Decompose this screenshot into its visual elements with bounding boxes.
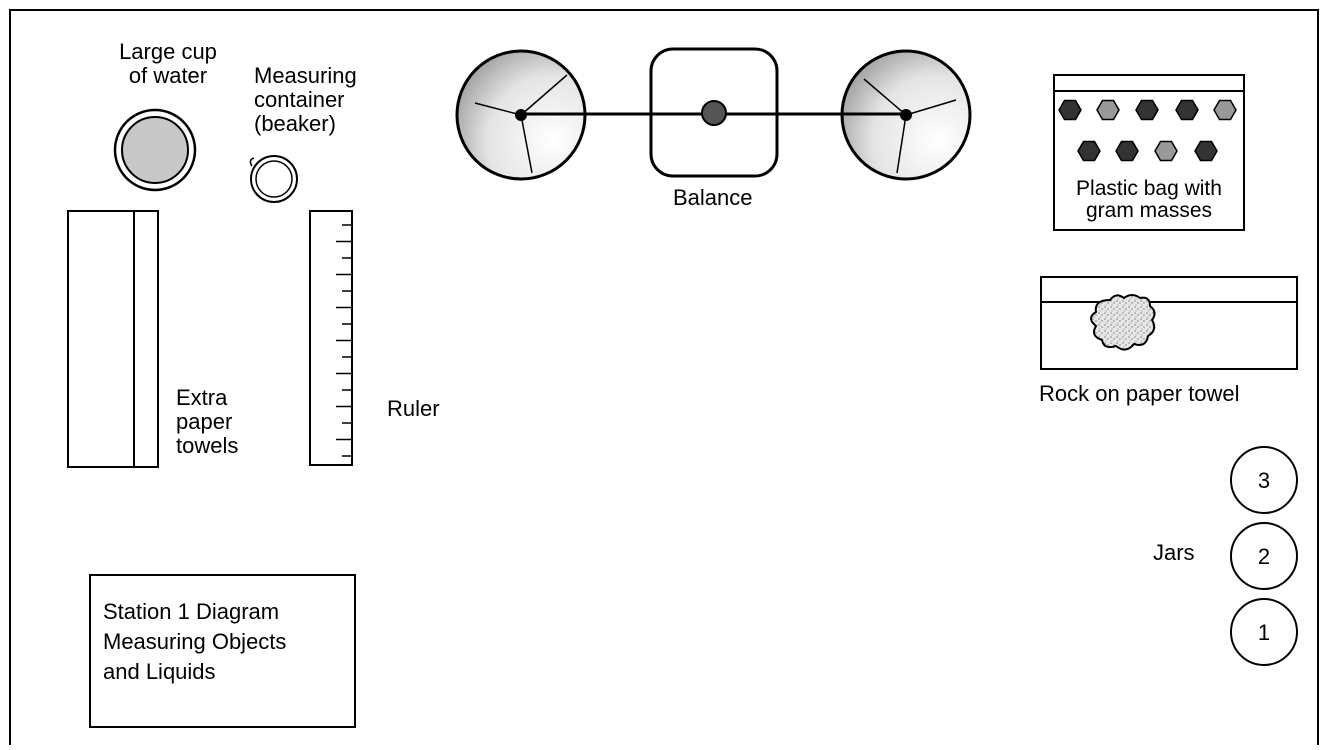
jar-number-2: 2: [1258, 544, 1270, 569]
large-cup-of-water: [113, 108, 197, 192]
station-frame: [9, 9, 1319, 745]
plastic-bag-gram-masses: [1053, 74, 1245, 231]
balance: [455, 47, 972, 181]
large-cup-label: Large cup of water: [119, 39, 217, 88]
measuring-container-label: Measuring container (beaker): [254, 63, 357, 136]
gram-mass: [1154, 140, 1178, 162]
jar-3: [1230, 446, 1298, 514]
measuring-beaker: [249, 155, 298, 203]
gram-mass: [1115, 140, 1139, 162]
plastic-bag-label: Plastic bag with gram masses: [1076, 177, 1222, 222]
jars: 3 2 1: [1230, 446, 1298, 666]
jar-number-1: 1: [1258, 620, 1270, 645]
jar-1: [1230, 598, 1298, 666]
ruler: [309, 210, 353, 466]
gram-mass: [1175, 99, 1199, 121]
gram-mass: [1135, 99, 1159, 121]
caption-box: [89, 574, 356, 728]
diagram-title: Station 1 Diagram Measuring Objects and …: [103, 599, 287, 684]
jars-label: Jars: [1153, 540, 1195, 565]
ruler-label: Ruler: [387, 396, 440, 421]
gram-mass: [1058, 99, 1082, 121]
extra-paper-towels: [67, 210, 159, 468]
gram-mass: [1077, 140, 1101, 162]
jar-2: [1230, 522, 1298, 590]
gram-mass: [1096, 99, 1120, 121]
jar-number-3: 3: [1258, 468, 1270, 493]
rock-on-paper-towel: [1040, 276, 1298, 370]
rock: [1090, 294, 1156, 351]
gram-mass: [1213, 99, 1237, 121]
extra-towels-label: Extra paper towels: [176, 385, 239, 458]
rock-label: Rock on paper towel: [1039, 381, 1240, 406]
balance-label: Balance: [673, 185, 753, 210]
gram-mass: [1194, 140, 1218, 162]
